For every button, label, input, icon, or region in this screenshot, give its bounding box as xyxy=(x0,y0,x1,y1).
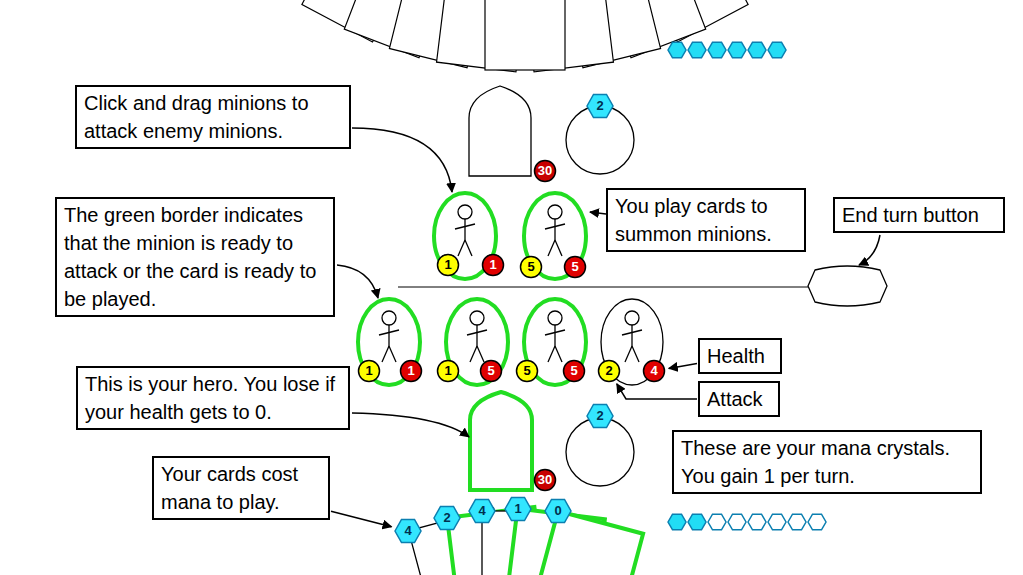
stat-number: 0 xyxy=(544,497,572,525)
stat-number: 5 xyxy=(519,255,543,279)
card-cost-hex: 2 xyxy=(433,504,461,532)
enemy-card xyxy=(485,0,565,70)
health-stat: 1 xyxy=(481,253,505,277)
attack-stat: 5 xyxy=(519,255,543,279)
mana-cost-hex: 2 xyxy=(586,402,614,430)
mana-crystal xyxy=(668,514,686,530)
stat-number: 5 xyxy=(479,359,503,383)
stat-number: 1 xyxy=(436,359,460,383)
mana-crystal xyxy=(688,42,706,58)
health-stat: 5 xyxy=(563,255,587,279)
end-turn-button xyxy=(808,266,887,306)
stat-number: 30 xyxy=(533,468,557,492)
health-stat: 1 xyxy=(399,359,423,383)
stat-number: 2 xyxy=(597,359,621,383)
callout-arrow xyxy=(669,364,697,369)
callout-text: You play cards to summon minions. xyxy=(615,192,797,248)
callout-box: End turn button xyxy=(833,197,1005,233)
attack-stat: 5 xyxy=(515,359,539,383)
attack-stat: 1 xyxy=(436,359,460,383)
callout-text: End turn button xyxy=(842,201,996,229)
mana-crystal-empty xyxy=(768,514,786,530)
stat-number: 1 xyxy=(436,253,460,277)
stat-number: 2 xyxy=(586,402,614,430)
stat-number: 4 xyxy=(394,517,422,545)
attack-stat: 1 xyxy=(436,253,460,277)
card-cost-hex: 0 xyxy=(544,497,572,525)
callout-text: Click and drag minions to attack enemy m… xyxy=(84,89,342,145)
callout-box: You play cards to summon minions. xyxy=(606,188,806,252)
stat-number: 1 xyxy=(481,253,505,277)
callout-box: Click and drag minions to attack enemy m… xyxy=(75,85,351,149)
stat-number: 1 xyxy=(504,495,532,523)
minion-figure xyxy=(545,311,565,362)
stat-number: 5 xyxy=(562,359,586,383)
attack-stat: 2 xyxy=(597,359,621,383)
stat-number: 1 xyxy=(399,359,423,383)
mana-crystal xyxy=(768,42,786,58)
callout-box: These are your mana crystals. You gain 1… xyxy=(672,430,982,494)
minion-figure xyxy=(467,311,487,362)
leader-arrow xyxy=(352,413,469,437)
minion-figure xyxy=(622,311,642,362)
callout-text: These are your mana crystals. You gain 1… xyxy=(681,434,973,490)
leader-arrow xyxy=(352,128,452,192)
minion-figure xyxy=(545,205,565,256)
minion-figure xyxy=(379,311,399,362)
stat-number: 4 xyxy=(642,359,666,383)
leader-lines xyxy=(337,128,880,437)
mana-crystal xyxy=(668,42,686,58)
callout-text: Health xyxy=(707,342,773,370)
mana-crystal-empty xyxy=(708,514,726,530)
mana-crystal-empty xyxy=(748,514,766,530)
mana-crystal xyxy=(748,42,766,58)
stat-number: 2 xyxy=(586,92,614,120)
callout-box: Health xyxy=(698,338,782,374)
mana-crystal xyxy=(728,42,746,58)
health-stat: 5 xyxy=(562,359,586,383)
stat-number: 5 xyxy=(515,359,539,383)
stat-number: 2 xyxy=(433,504,461,532)
stat-number: 30 xyxy=(533,159,557,183)
callout-text: This is your hero. You lose if your heal… xyxy=(85,370,341,426)
stat-number: 5 xyxy=(563,255,587,279)
callout-box: Your cards cost mana to play. xyxy=(152,456,330,520)
card-cost-hex: 4 xyxy=(394,517,422,545)
player-mana-crystals xyxy=(668,514,826,530)
mana-crystal-empty xyxy=(808,514,826,530)
callout-box: The green border indicates that the mini… xyxy=(55,197,335,317)
leader-arrow xyxy=(337,265,378,298)
callout-text: Attack xyxy=(707,385,771,413)
leader-arrow xyxy=(590,212,606,214)
hero-health-badge: 30 xyxy=(533,159,557,183)
callout-arrow xyxy=(617,384,697,399)
mana-crystal xyxy=(688,514,706,530)
enemy-mana-crystals xyxy=(668,42,786,58)
board-divider xyxy=(398,287,808,288)
callout-text: Your cards cost mana to play. xyxy=(161,460,321,516)
stat-number: 4 xyxy=(468,497,496,525)
callout-text: The green border indicates that the mini… xyxy=(64,201,326,313)
health-stat: 5 xyxy=(479,359,503,383)
stat-number: 1 xyxy=(357,359,381,383)
callout-box: This is your hero. You lose if your heal… xyxy=(76,366,350,430)
mana-cost-hex: 2 xyxy=(586,92,614,120)
callout-arrow xyxy=(331,511,392,527)
hero-health-badge: 30 xyxy=(533,468,557,492)
minion-figure xyxy=(455,205,475,256)
callout-box: Attack xyxy=(698,381,780,417)
health-stat: 4 xyxy=(642,359,666,383)
enemy-hand xyxy=(302,0,748,72)
mana-crystal-empty xyxy=(788,514,806,530)
mana-crystal xyxy=(708,42,726,58)
player-hero xyxy=(470,392,532,490)
leader-arrow xyxy=(859,235,880,265)
card-cost-hex: 1 xyxy=(504,495,532,523)
enemy-hero xyxy=(469,86,531,176)
attack-stat: 1 xyxy=(357,359,381,383)
mana-crystal-empty xyxy=(728,514,746,530)
card-cost-hex: 4 xyxy=(468,497,496,525)
